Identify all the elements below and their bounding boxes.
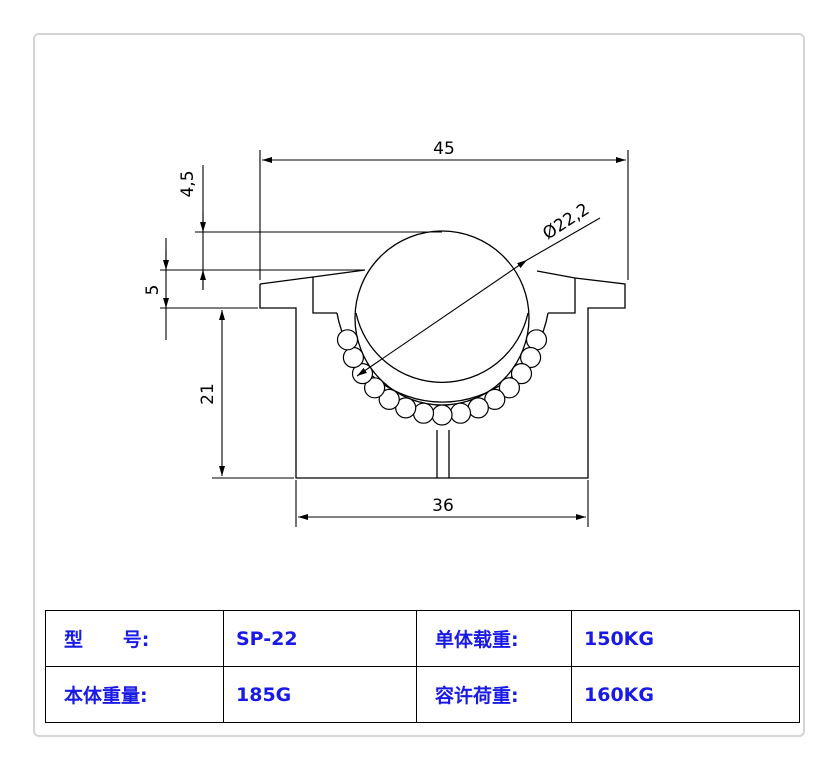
bearing-ball	[412, 402, 435, 424]
bearing-ball	[378, 388, 400, 410]
table-row: 本体重量: 185G 容许荷重: 160KG	[45, 666, 800, 723]
table-row: 型 号: SP-22 单体载重: 150KG	[45, 610, 800, 667]
bearing-ball	[484, 388, 506, 410]
bearing-ball	[449, 402, 472, 424]
ball-transfer-drawing: 45 36 21 5 4,5 Ø22,2	[143, 139, 629, 527]
label-model: 型 号:	[45, 610, 224, 667]
bearing-ball	[498, 377, 520, 399]
dim-flange-height: 5	[143, 285, 163, 296]
bearing-ball	[525, 329, 548, 351]
housing-outline	[259, 270, 626, 479]
dim-base-width: 36	[432, 496, 454, 516]
dim-ball-protrusion: 4,5	[178, 170, 198, 197]
label-unit-load: 单体载重:	[416, 610, 572, 667]
bearing-ball	[364, 377, 386, 399]
spec-table: 型 号: SP-22 单体载重: 150KG 本体重量: 185G 容许荷重: …	[45, 610, 800, 723]
value-unit-load: 150KG	[571, 610, 800, 667]
bearing-race-inner	[355, 312, 529, 383]
bearing-ball	[467, 397, 489, 419]
dim-body-height: 21	[198, 383, 218, 405]
value-model: SP-22	[223, 610, 417, 667]
value-body-weight: 185G	[223, 666, 417, 723]
bearing-ball	[342, 346, 364, 369]
value-allowable-load: 160KG	[571, 666, 800, 723]
dim-overall-width: 45	[433, 139, 455, 159]
label-body-weight: 本体重量:	[45, 666, 224, 723]
bearing-ball	[336, 329, 359, 351]
bearing-ball	[431, 404, 453, 426]
label-allowable-load: 容许荷重:	[416, 666, 572, 723]
bearing-ball	[395, 397, 417, 419]
